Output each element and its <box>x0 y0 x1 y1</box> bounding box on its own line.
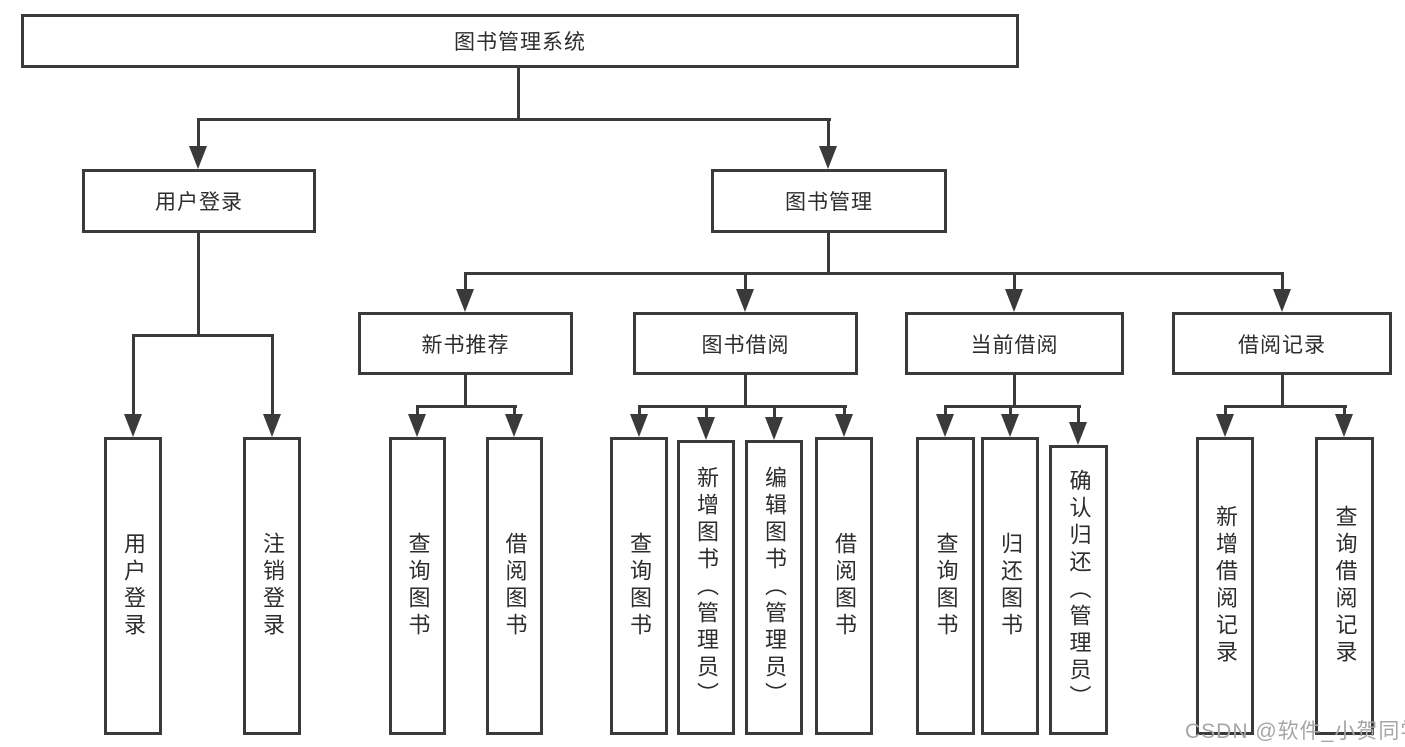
leaf-query-book-borrow: 查询图书 <box>610 437 668 735</box>
node-user-login: 用户登录 <box>82 169 316 233</box>
node-label: 确认归还（管理员） <box>1066 468 1092 712</box>
arrowhead-down-icon <box>736 289 754 312</box>
node-label: 图书管理系统 <box>454 31 586 54</box>
node-label: 当前借阅 <box>970 333 1059 357</box>
arrowhead-down-icon <box>1005 289 1023 312</box>
arrowhead-down-icon <box>630 414 648 437</box>
edge-bookmgmt-stem <box>827 233 830 274</box>
leaf-user-login: 用户登录 <box>104 437 162 735</box>
arrowhead-down-icon <box>1069 422 1087 445</box>
leaf-query-borrow-record: 查询借阅记录 <box>1315 437 1374 735</box>
arrowhead-down-icon <box>697 417 715 440</box>
arrowhead-down-icon <box>936 414 954 437</box>
edge-userlogin-drop-left <box>132 334 135 418</box>
node-label: 借阅记录 <box>1238 333 1326 357</box>
arrowhead-down-icon <box>765 417 783 440</box>
arrowhead-down-icon <box>124 414 142 437</box>
edge-root-hbar <box>197 118 831 121</box>
node-label: 用户登录 <box>155 191 243 214</box>
csdn-watermark: CSDN @软件_小贺同学 <box>1185 720 1405 743</box>
edge-recommend-stem <box>464 374 467 408</box>
edge-current-drop-1 <box>944 405 947 418</box>
node-label: 查询图书 <box>405 532 431 640</box>
arrowhead-down-icon <box>189 146 207 169</box>
leaf-return-book: 归还图书 <box>981 437 1039 735</box>
arrowhead-down-icon <box>505 414 523 437</box>
node-label: 查询图书 <box>627 532 652 640</box>
arrowhead-down-icon <box>263 414 281 437</box>
leaf-logout: 注销登录 <box>243 437 301 735</box>
node-label: 借阅图书 <box>832 532 857 640</box>
edge-current-drop-3 <box>1077 405 1080 424</box>
node-label: 查询借阅记录 <box>1332 505 1358 667</box>
edge-borrow-hbar <box>638 405 847 408</box>
node-label: 注销登录 <box>260 532 285 640</box>
edge-recommend-hbar <box>416 405 517 408</box>
node-current-borrow: 当前借阅 <box>905 312 1124 375</box>
edge-current-drop-2 <box>1009 405 1012 418</box>
edge-current-stem <box>1013 374 1016 408</box>
edge-borrow-stem <box>744 374 747 408</box>
node-borrow-record: 借阅记录 <box>1172 312 1392 375</box>
node-label: 图书借阅 <box>701 333 790 357</box>
node-label: 新书推荐 <box>421 333 510 357</box>
node-label: 借阅图书 <box>502 532 528 640</box>
node-label: 用户登录 <box>121 532 146 640</box>
edge-current-hbar <box>944 405 1081 408</box>
leaf-borrow-book: 借阅图书 <box>815 437 873 735</box>
leaf-add-book-admin: 新增图书（管理员） <box>677 440 735 735</box>
edge-userlogin-hbar <box>132 334 274 337</box>
edge-root-drop-right <box>827 118 830 152</box>
node-new-book-recommend: 新书推荐 <box>358 312 573 375</box>
edge-recommend-drop-2 <box>513 405 516 418</box>
node-book-management: 图书管理 <box>711 169 947 233</box>
edge-userlogin-stem <box>197 233 200 336</box>
arrowhead-down-icon <box>1335 414 1353 437</box>
node-label: 归还图书 <box>998 532 1023 640</box>
edge-userlogin-drop-right <box>271 334 274 418</box>
edge-borrow-drop-4 <box>843 405 846 418</box>
edge-bookmgmt-drop-2 <box>744 272 747 293</box>
arrowhead-down-icon <box>835 414 853 437</box>
edge-bookmgmt-hbar <box>464 272 1284 275</box>
edge-bookmgmt-drop-3 <box>1013 272 1016 293</box>
arrowhead-down-icon <box>408 414 426 437</box>
arrowhead-down-icon <box>456 289 474 312</box>
arrowhead-down-icon <box>1216 414 1234 437</box>
leaf-borrow-book-recommend: 借阅图书 <box>486 437 543 735</box>
node-label: 图书管理 <box>785 191 873 214</box>
node-label: 新增图书（管理员） <box>694 466 719 709</box>
edge-record-drop-2 <box>1343 405 1346 418</box>
edge-borrow-drop-2 <box>705 405 708 420</box>
edge-bookmgmt-drop-1 <box>464 272 467 293</box>
edge-recommend-drop-1 <box>416 405 419 418</box>
edge-borrow-drop-3 <box>773 405 776 420</box>
leaf-edit-book-admin: 编辑图书（管理员） <box>745 440 803 735</box>
edge-root-drop-left <box>197 118 200 152</box>
node-library-system: 图书管理系统 <box>21 14 1019 68</box>
node-label: 新增借阅记录 <box>1213 505 1238 667</box>
node-book-borrow: 图书借阅 <box>633 312 858 375</box>
edge-borrow-drop-1 <box>638 405 641 418</box>
arrowhead-down-icon <box>819 146 837 169</box>
edge-root-stem <box>517 67 520 120</box>
leaf-query-book-recommend: 查询图书 <box>389 437 446 735</box>
leaf-confirm-return-admin: 确认归还（管理员） <box>1049 445 1108 735</box>
edge-record-hbar <box>1224 405 1347 408</box>
leaf-query-book-current: 查询图书 <box>916 437 975 735</box>
arrowhead-down-icon <box>1001 414 1019 437</box>
node-label: 编辑图书（管理员） <box>762 466 787 709</box>
edge-bookmgmt-drop-4 <box>1281 272 1284 293</box>
leaf-add-borrow-record: 新增借阅记录 <box>1196 437 1254 735</box>
edge-record-stem <box>1281 374 1284 408</box>
node-label: 查询图书 <box>933 532 959 640</box>
arrowhead-down-icon <box>1273 289 1291 312</box>
edge-record-drop-1 <box>1224 405 1227 418</box>
